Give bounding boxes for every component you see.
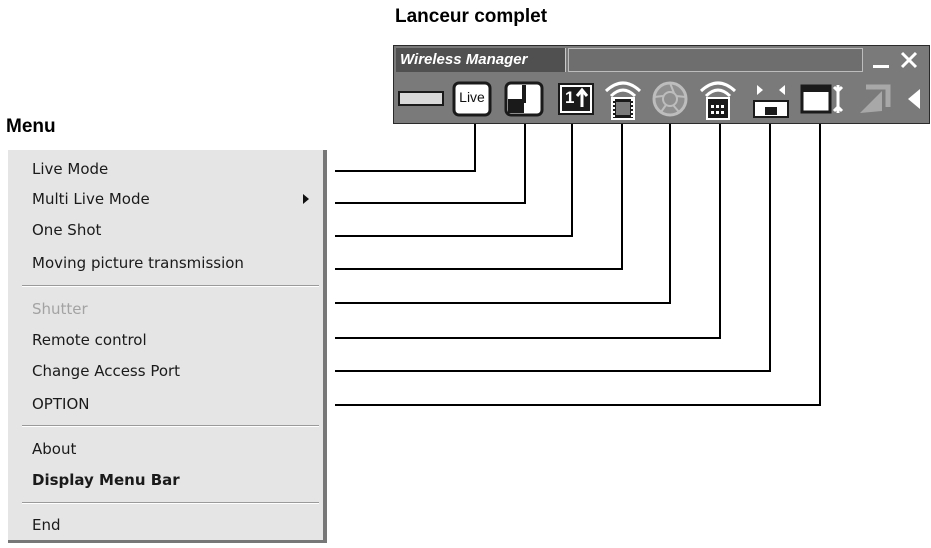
menu-item-label: Remote control <box>32 331 147 349</box>
pointer-button[interactable] <box>852 77 896 121</box>
context-menu: Live Mode Multi Live Mode One Shot Movin… <box>8 150 327 543</box>
connector-change-access-port <box>335 124 771 372</box>
menu-item-live-mode[interactable]: Live Mode <box>8 155 323 183</box>
wireless-manager-toolbar: Wireless Manager Live <box>393 45 930 124</box>
menu-item-about[interactable]: About <box>8 435 323 463</box>
menu-separator <box>22 285 319 287</box>
connector-option <box>335 124 821 406</box>
change-access-port-icon <box>753 85 789 118</box>
menu-item-label: Multi Live Mode <box>32 190 150 208</box>
menu-item-display-menu-bar[interactable]: Display Menu Bar <box>8 466 323 494</box>
menu-item-label: Change Access Port <box>32 362 181 380</box>
connector-multi-live <box>335 124 526 204</box>
one-shot-icon <box>558 83 594 115</box>
launcher-heading: Lanceur complet <box>395 6 548 27</box>
moving-picture-button[interactable] <box>601 77 645 121</box>
multi-live-icon <box>504 81 544 117</box>
toolbar-icon-row: Live 1 <box>394 77 929 121</box>
connector-one-shot <box>335 124 573 237</box>
menu-item-label: Display Menu Bar <box>32 471 180 489</box>
menu-item-label: End <box>32 516 61 534</box>
menu-item-label: Shutter <box>32 300 88 318</box>
menu-item-multi-live-mode[interactable]: Multi Live Mode <box>8 185 323 213</box>
toolbar-titlebar: Wireless Manager <box>394 46 929 74</box>
menu-item-label: Moving picture transmission <box>32 254 244 272</box>
connector-shutter <box>335 124 671 304</box>
menu-item-label: About <box>32 440 77 458</box>
option-icon <box>800 84 844 114</box>
submenu-arrow-icon <box>303 194 309 204</box>
titlebar-fill[interactable] <box>568 48 863 72</box>
menu-separator <box>22 502 319 504</box>
collapse-button[interactable] <box>900 77 926 121</box>
menu-item-remote-control[interactable]: Remote control <box>8 326 323 354</box>
menu-bar-toggle-button[interactable] <box>396 77 446 121</box>
live-label: Live <box>459 89 485 105</box>
option-button[interactable] <box>798 77 850 121</box>
change-access-port-button[interactable] <box>749 77 793 121</box>
menu-item-label: One Shot <box>32 221 102 239</box>
moving-picture-icon <box>604 81 642 120</box>
menu-item-label: Live Mode <box>32 160 109 178</box>
multi-live-mode-button[interactable] <box>502 77 546 121</box>
close-button[interactable] <box>896 47 922 73</box>
remote-control-button[interactable] <box>696 77 740 121</box>
menu-item-option[interactable]: OPTION <box>8 390 323 418</box>
toolbar-title: Wireless Manager <box>396 48 566 72</box>
shutter-button[interactable] <box>648 77 692 121</box>
close-icon <box>900 51 918 69</box>
connector-live <box>335 124 476 172</box>
minimize-icon <box>873 65 889 68</box>
pointer-icon <box>860 84 891 113</box>
menu-item-one-shot[interactable]: One Shot <box>8 216 323 244</box>
menu-item-shutter: Shutter <box>8 295 323 323</box>
shutter-icon <box>652 81 688 117</box>
live-icon <box>452 81 492 117</box>
minimize-button[interactable] <box>868 47 894 73</box>
bar-icon <box>398 91 444 106</box>
connector-remote-control <box>335 124 721 339</box>
live-mode-button[interactable]: Live <box>450 77 494 121</box>
menu-item-moving-picture-transmission[interactable]: Moving picture transmission <box>8 249 323 277</box>
menu-item-label: OPTION <box>32 395 90 413</box>
menu-heading: Menu <box>6 116 56 137</box>
remote-control-icon <box>699 81 737 120</box>
menu-item-end[interactable]: End <box>8 511 323 539</box>
collapse-arrow-icon <box>908 89 920 109</box>
menu-item-change-access-port[interactable]: Change Access Port <box>8 357 323 385</box>
one-shot-label: 1 <box>565 88 575 107</box>
one-shot-button[interactable]: 1 <box>554 77 598 121</box>
menu-separator <box>22 425 319 427</box>
connector-moving-picture <box>335 124 623 270</box>
